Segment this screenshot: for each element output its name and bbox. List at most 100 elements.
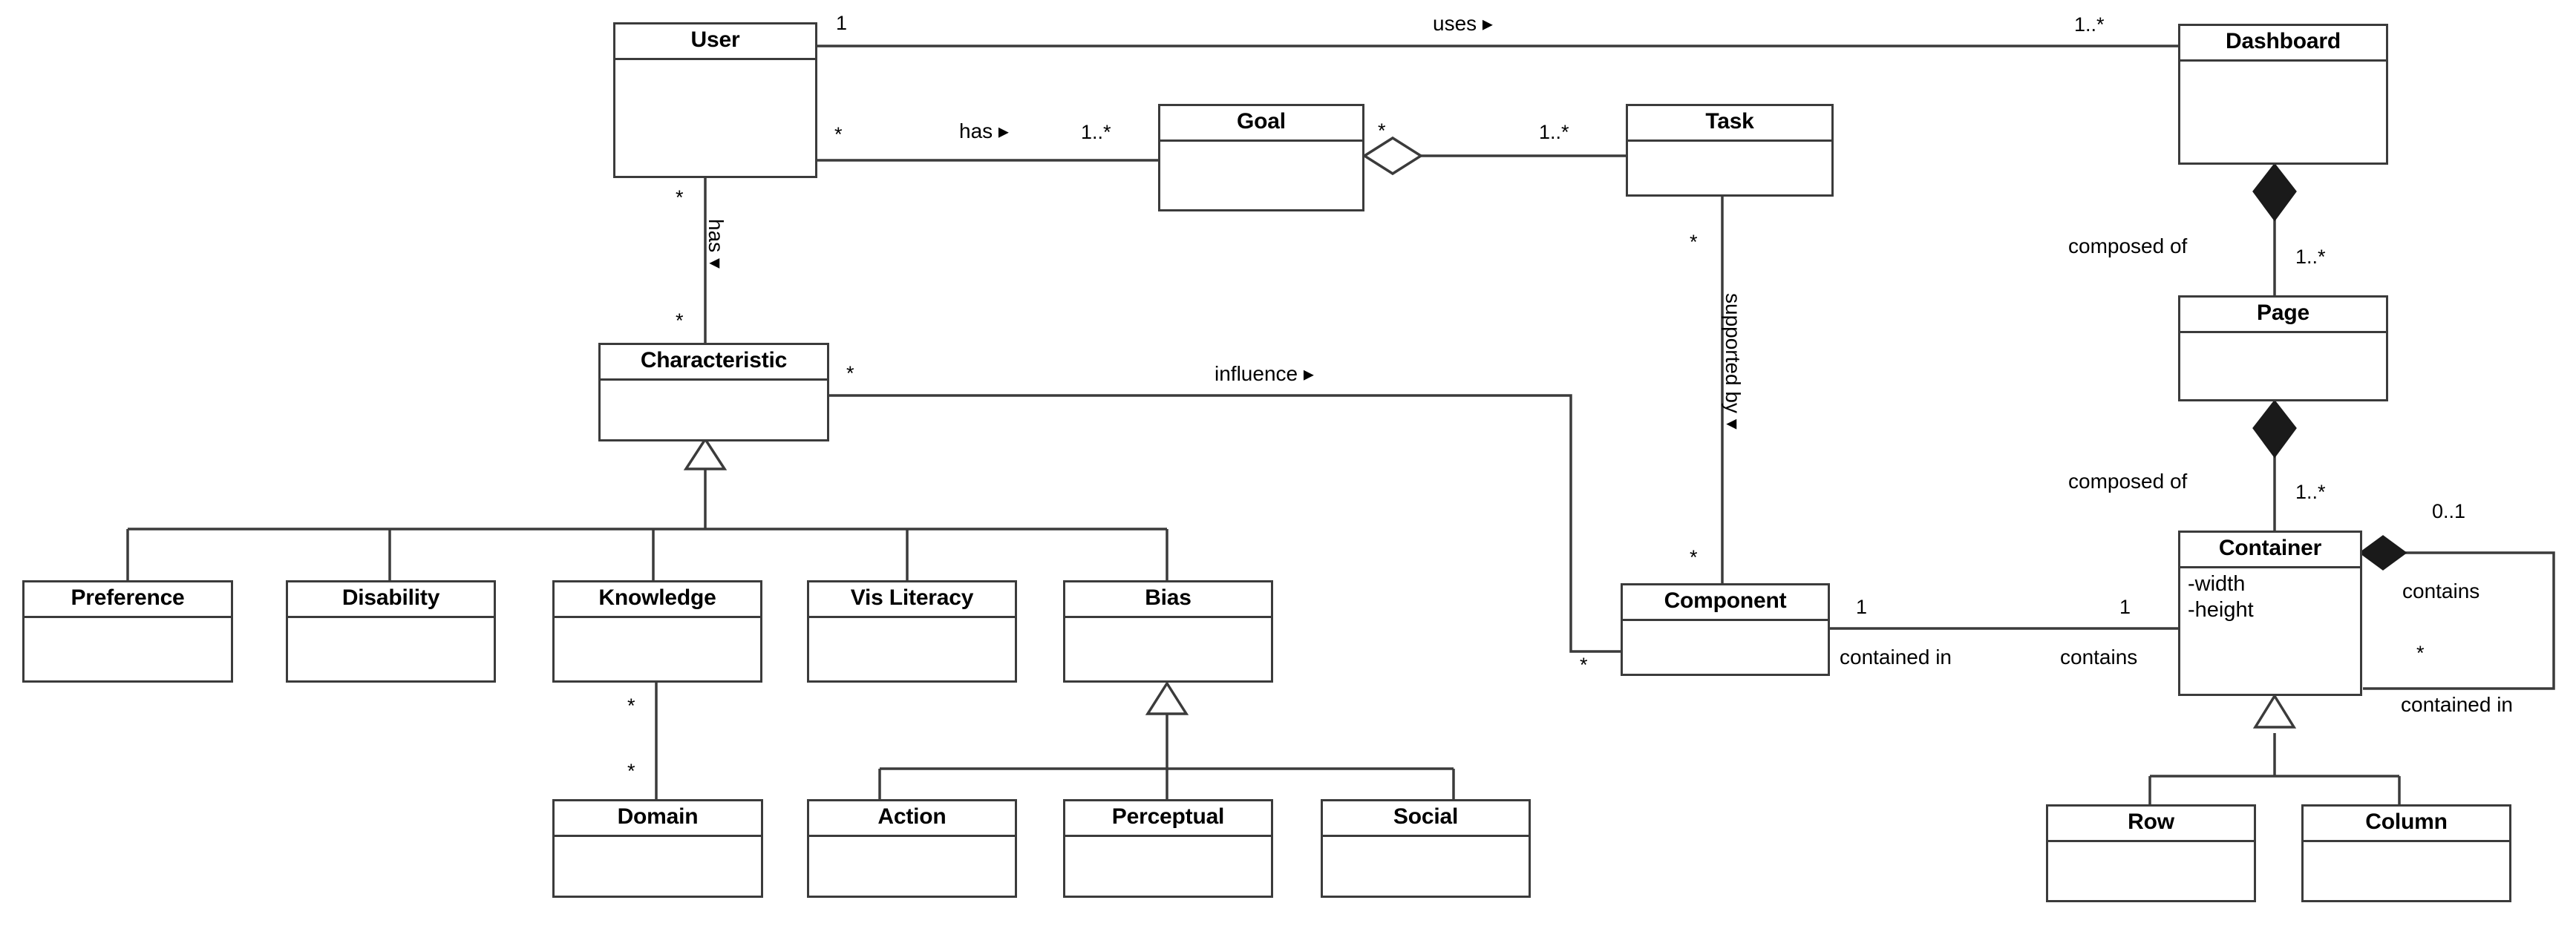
multiplicity-user-has-characteristic: * [676,186,684,208]
class-box-characteristic[interactable]: Characteristic [598,343,829,441]
class-box-perceptual[interactable]: Perceptual [1063,799,1273,898]
class-attributes-preference [24,618,231,680]
class-name-bias: Bias [1065,582,1271,618]
edge-label-container-contains-component: contains [2060,646,2138,669]
class-attributes-social [1323,837,1529,896]
edge-container-contains-self [2363,551,2555,690]
multiplicity-task-supports: * [1690,231,1698,253]
generalization-arrow-bias [1145,680,1189,715]
edge-label-uses: uses ▸ [1433,12,1493,35]
edge-label-supported-by: supported by ▾ [1722,293,1745,430]
class-box-domain[interactable]: Domain [552,799,763,898]
class-attributes-domain [555,837,761,896]
multiplicity-knowledge-domain-bottom: * [627,760,635,782]
class-box-vis-literacy[interactable]: Vis Literacy [807,580,1017,683]
class-name-container: Container [2180,533,2360,568]
class-box-action[interactable]: Action [807,799,1017,898]
attribute-container-width: -width [2188,572,2246,596]
edge-container-subclass-bus [2148,775,2401,804]
edge-label-container-contains-self: contains [2402,579,2480,602]
class-attributes-dashboard [2180,62,2386,162]
class-attributes-page [2180,333,2386,399]
class-name-dashboard: Dashboard [2180,26,2386,62]
generalization-arrow-container [2252,693,2297,729]
class-name-component: Component [1623,585,1828,621]
edge-characteristic-influences-component [829,394,1621,653]
class-box-row[interactable]: Row [2046,804,2256,902]
class-attributes-component [1623,621,1828,674]
class-name-goal: Goal [1160,106,1362,142]
class-box-dashboard[interactable]: Dashboard [2178,24,2388,165]
multiplicity-page-containers: 1..* [2295,481,2326,503]
class-attributes-container: -width -height [2180,568,2360,694]
edge-label-container-contained-in-self: contained in [2401,693,2514,716]
multiplicity-container-self-parent: 0..1 [2432,500,2466,522]
class-attributes-vis-literacy [809,618,1015,680]
class-name-vis-literacy: Vis Literacy [809,582,1015,618]
multiplicity-task-in-goal: 1..* [1539,121,1569,143]
generalization-arrow-characteristic [683,436,728,470]
class-name-characteristic: Characteristic [601,345,827,381]
composition-diamond-container-self [2358,535,2407,571]
edge-label-composed-of-container: composed of [2068,470,2188,493]
class-attributes-disability [288,618,494,680]
multiplicity-container-side: 1 [2119,596,2131,618]
class-attributes-characteristic [601,381,827,439]
class-box-social[interactable]: Social [1321,799,1531,898]
class-box-component[interactable]: Component [1621,583,1830,676]
class-box-goal[interactable]: Goal [1158,104,1364,211]
edge-characteristic-subclass-bus [126,528,1168,580]
class-name-knowledge: Knowledge [555,582,760,618]
class-attributes-user [615,60,815,176]
multiplicity-container-self-children: * [2416,642,2425,664]
multiplicity-user-uses: 1 [836,12,848,34]
multiplicity-goal-aggregates-task: * [1378,119,1386,142]
class-box-task[interactable]: Task [1626,104,1834,197]
class-box-column[interactable]: Column [2301,804,2511,902]
class-name-disability: Disability [288,582,494,618]
edge-label-composed-of-page: composed of [2068,234,2188,257]
composition-diamond-page [2252,399,2297,459]
class-attributes-bias [1065,618,1271,680]
class-name-column: Column [2304,807,2509,842]
multiplicity-component-influenced: * [1580,654,1588,676]
multiplicity-user-has-goal: * [834,123,843,145]
class-attributes-row [2048,842,2254,900]
class-name-page: Page [2180,298,2386,333]
class-box-page[interactable]: Page [2178,295,2388,401]
class-box-preference[interactable]: Preference [22,580,233,683]
class-name-social: Social [1323,801,1529,837]
composition-diamond-dashboard [2252,162,2297,222]
class-name-domain: Domain [555,801,761,837]
aggregation-diamond-goal [1361,136,1424,176]
multiplicity-component-supported: * [1690,546,1698,568]
multiplicity-characteristic-of-user: * [676,309,684,332]
class-name-user: User [615,24,815,60]
class-box-container[interactable]: Container -width -height [2178,531,2362,696]
class-box-bias[interactable]: Bias [1063,580,1273,683]
class-name-task: Task [1628,106,1831,142]
multiplicity-dashboard-used-by: 1..* [2074,13,2105,36]
class-name-preference: Preference [24,582,231,618]
class-box-knowledge[interactable]: Knowledge [552,580,762,683]
multiplicity-dashboard-pages: 1..* [2295,246,2326,268]
edge-label-has-characteristic: has ▾ [705,219,728,269]
class-attributes-task [1628,142,1831,194]
class-attributes-knowledge [555,618,760,680]
class-box-disability[interactable]: Disability [286,580,496,683]
multiplicity-characteristic-influences: * [846,362,854,384]
multiplicity-component-side: 1 [1856,596,1868,618]
class-attributes-column [2304,842,2509,900]
edge-bias-subclass-bus [878,767,1455,799]
edge-label-influence: influence ▸ [1215,362,1314,385]
multiplicity-knowledge-domain-top: * [627,694,635,717]
attribute-container-height: -height [2188,598,2254,623]
edge-label-has-goal: has ▸ [959,119,1009,142]
class-attributes-action [809,837,1015,896]
multiplicity-goal-of-user: 1..* [1081,121,1111,143]
class-box-user[interactable]: User [613,22,817,178]
class-name-action: Action [809,801,1015,837]
class-name-perceptual: Perceptual [1065,801,1271,837]
